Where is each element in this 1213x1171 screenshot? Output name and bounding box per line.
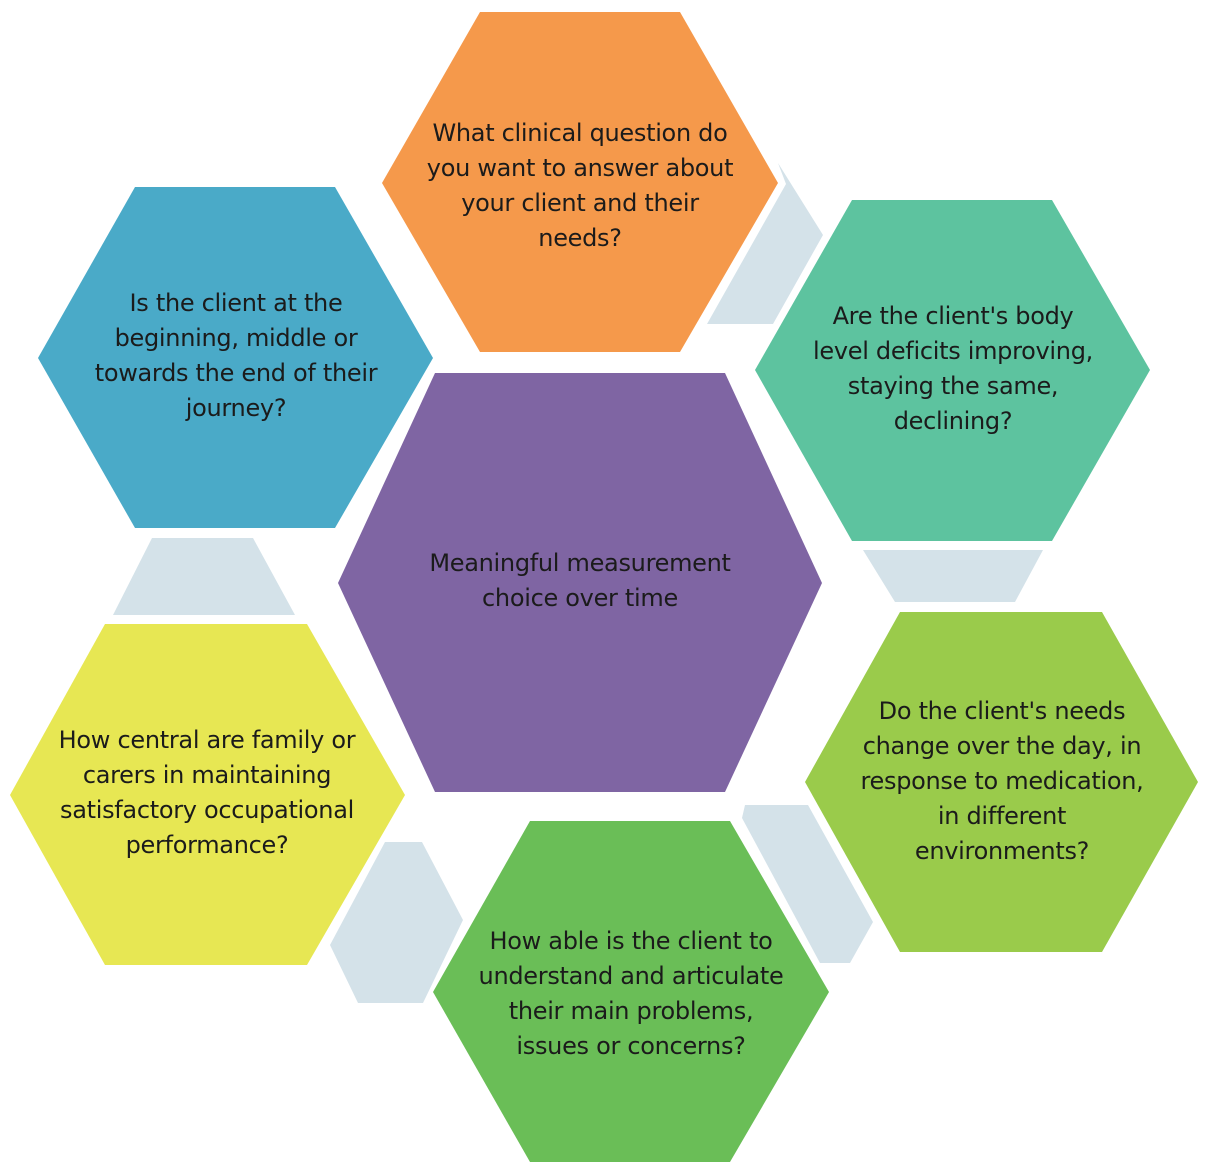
hexagon-clinical-question bbox=[382, 12, 778, 352]
hexagon-family-carers bbox=[10, 624, 405, 965]
center-label: Meaningful measurement choice over time bbox=[429, 549, 731, 612]
question-clinical-question: What clinical question do you want to an… bbox=[426, 119, 734, 252]
question-articulate-problems: How able is the client to understand and… bbox=[478, 927, 784, 1060]
hexagon-journey-stage bbox=[38, 187, 433, 528]
question-body-level-deficits: Are the client's body level deficits imp… bbox=[813, 302, 1093, 435]
connector-top-right bbox=[707, 163, 823, 324]
connector-bottom-right bbox=[742, 805, 873, 963]
hexagon-body-level-deficits bbox=[755, 200, 1150, 541]
question-journey-stage: Is the client at the beginning, middle o… bbox=[94, 289, 378, 422]
hexagon-articulate-problems bbox=[433, 821, 829, 1162]
connector-right bbox=[863, 550, 1043, 602]
center-hexagon bbox=[338, 373, 822, 792]
question-needs-change: Do the client's needs change over the da… bbox=[860, 697, 1144, 865]
hexagon-needs-change bbox=[805, 612, 1198, 952]
question-family-carers: How central are family or carers in main… bbox=[58, 726, 356, 859]
connector-bottom-left bbox=[330, 842, 463, 1003]
connector-left bbox=[113, 538, 295, 615]
